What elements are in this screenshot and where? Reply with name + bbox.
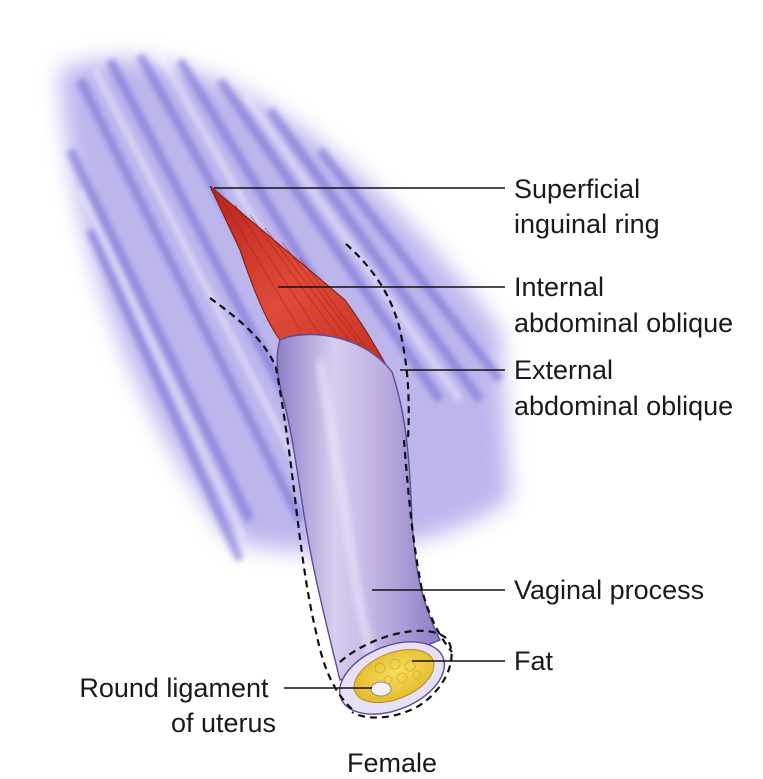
label-fat: Fat — [514, 646, 554, 676]
label-external-oblique: External abdominal oblique — [514, 355, 733, 421]
fascia-outline-left — [209, 297, 356, 713]
fascia-outline-right — [345, 243, 410, 441]
label-round-ligament: Round ligament of uterus — [79, 673, 276, 738]
label-superficial-ring: Superficial inguinal ring — [514, 174, 660, 239]
label-vaginal-process: Vaginal process — [514, 575, 704, 605]
vaginal-process — [276, 333, 441, 681]
vaginal-process-highlight — [315, 359, 377, 662]
round-ligament-cross-section — [370, 681, 392, 697]
fascia-outline-tube-right — [402, 439, 453, 653]
fascia-outline-cap — [339, 629, 453, 719]
internal-oblique-striations — [221, 199, 379, 365]
label-internal-oblique: Internal abdominal oblique — [514, 272, 733, 338]
caption: Female — [347, 748, 437, 778]
